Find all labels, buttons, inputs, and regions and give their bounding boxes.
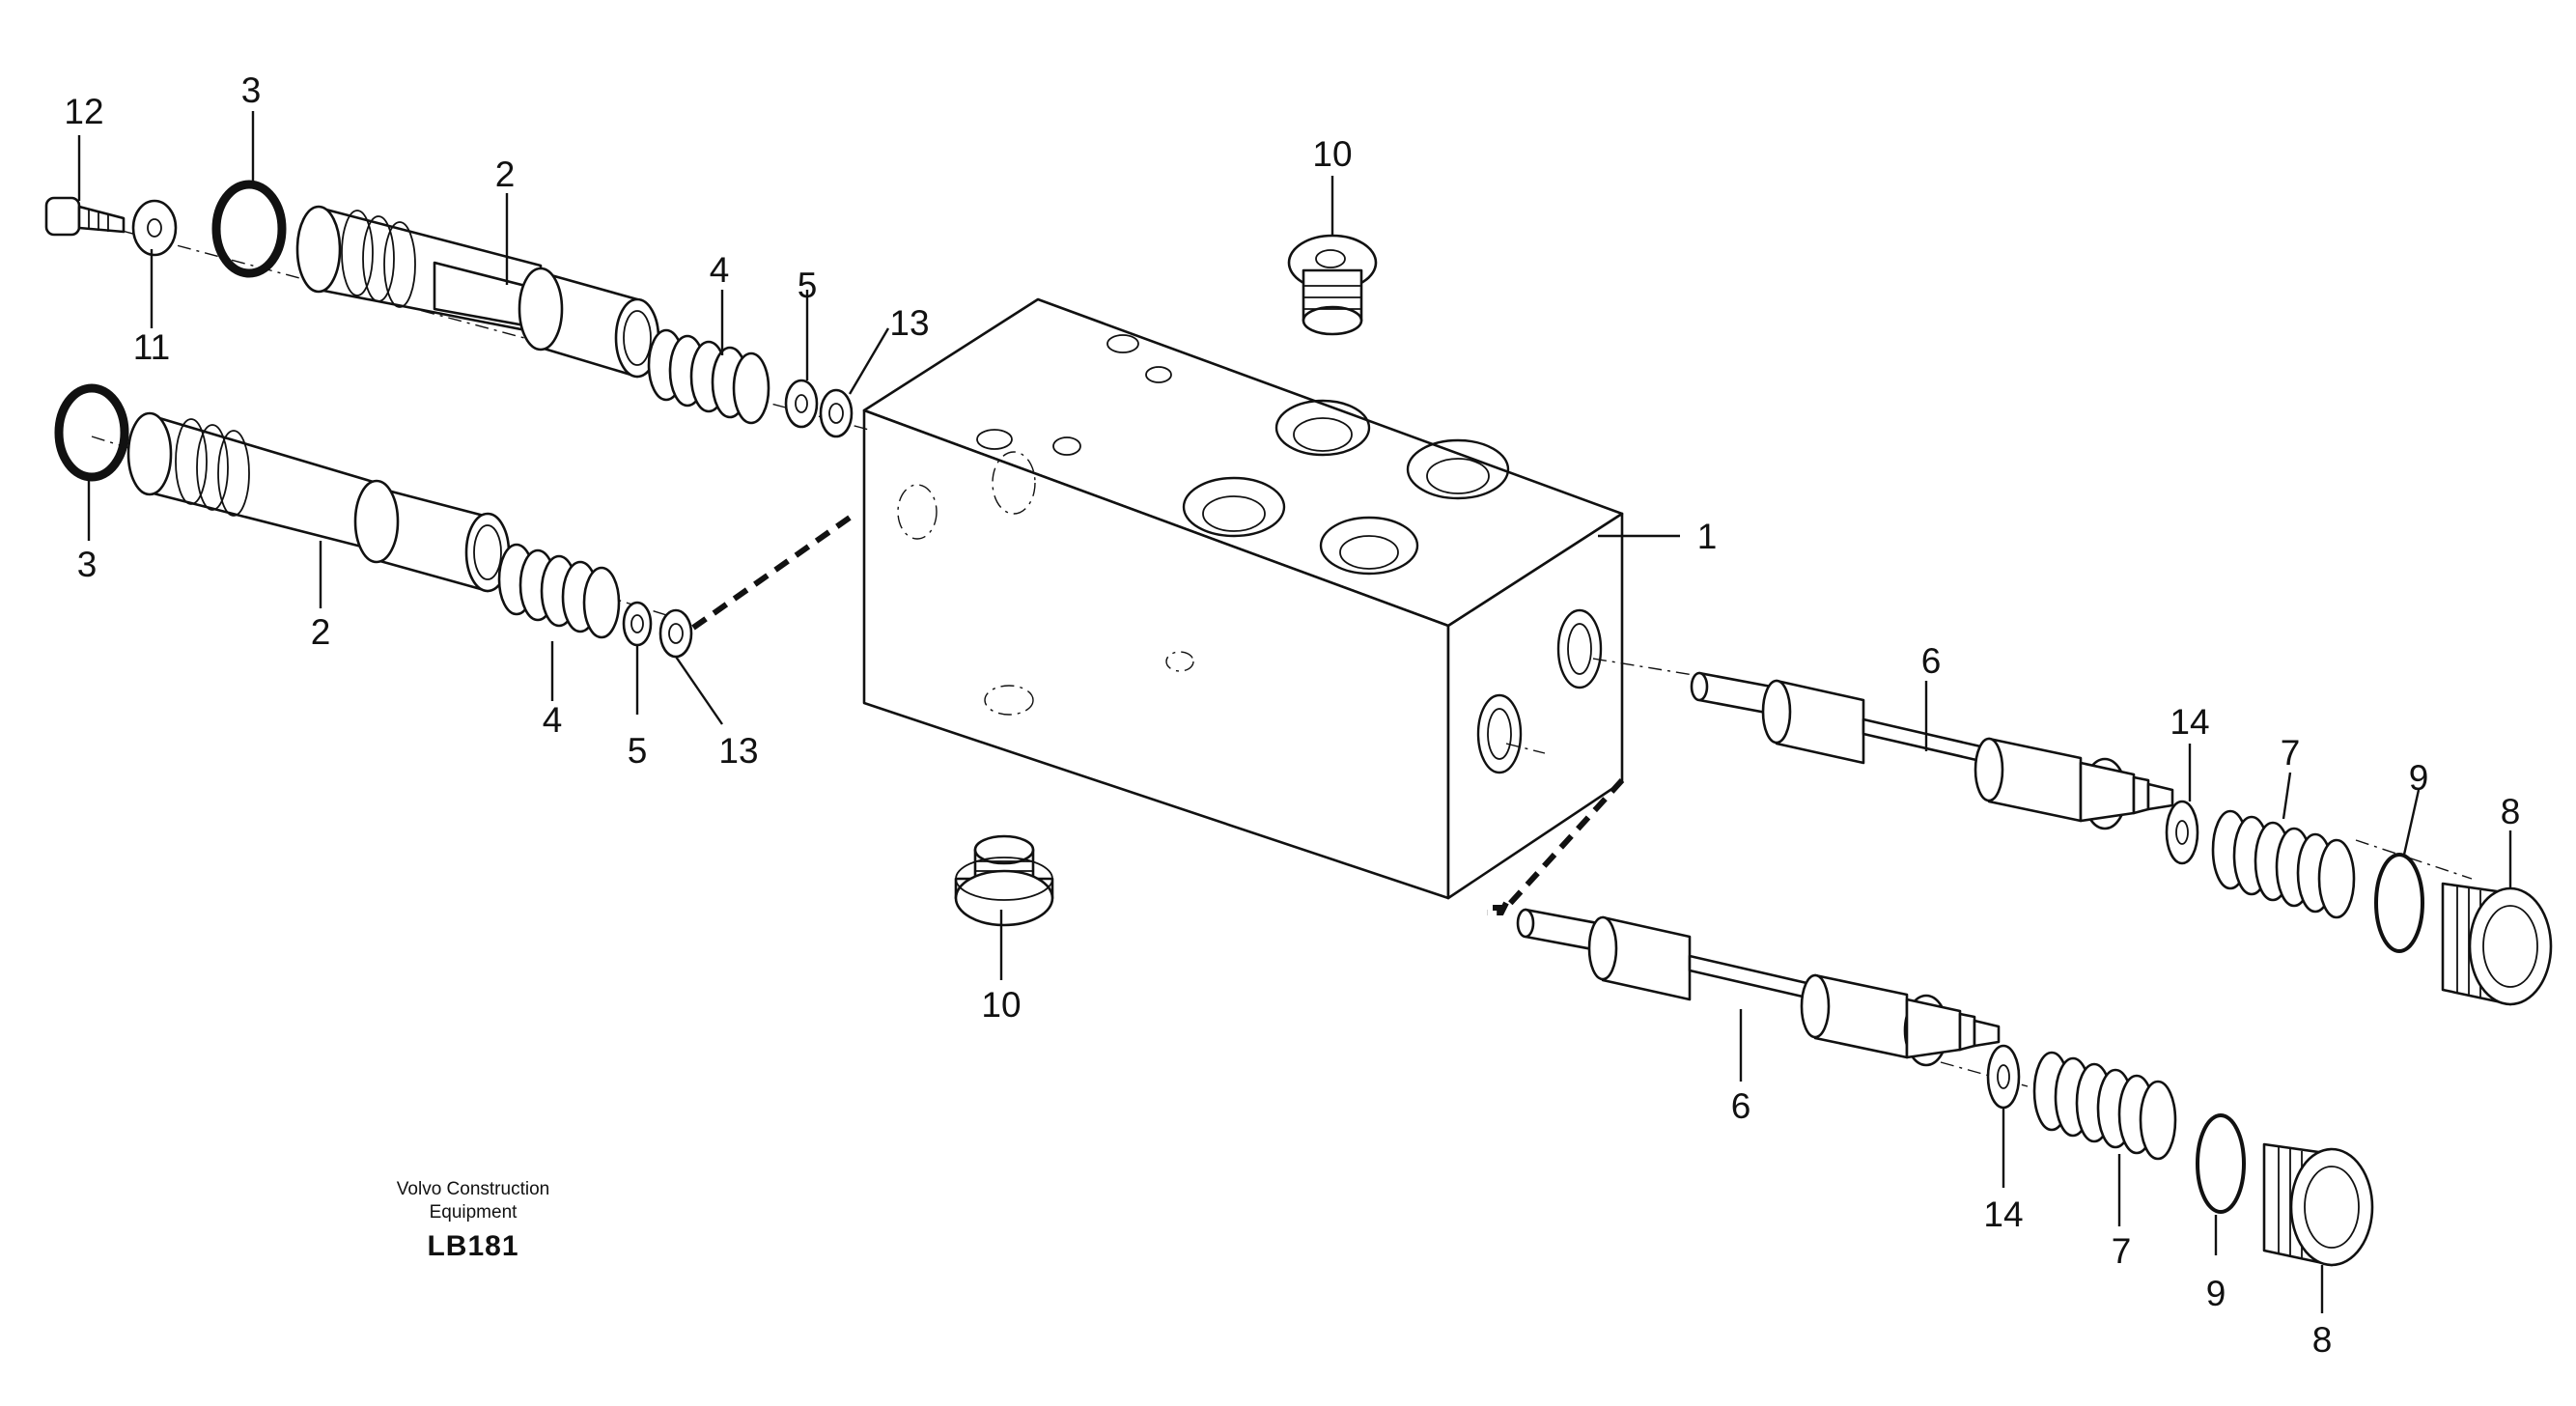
end-face-ports (1476, 608, 1603, 774)
callout-5-lower: 5 (628, 731, 648, 771)
o-ring-9-upper (2374, 853, 2424, 953)
callout-12: 12 (64, 92, 103, 131)
spring-4-upper (647, 328, 770, 425)
cartridge-body-2-upper (295, 205, 660, 379)
leader-lines (77, 111, 2512, 1313)
upper-spool-assembly (1690, 671, 2553, 1006)
washer-14-upper (2165, 800, 2199, 865)
spring-7-lower (2032, 1051, 2177, 1161)
plug-10-bottom (954, 834, 1054, 927)
o-ring-3-upper (211, 180, 287, 278)
callout-8-upper: 8 (2501, 792, 2521, 831)
callout-4-lower: 4 (543, 700, 563, 740)
upper-cartridge-assembly (44, 180, 854, 438)
spool-6-lower (1516, 908, 2001, 1067)
callout-13-lower: 13 (718, 731, 758, 771)
washer-11 (131, 199, 178, 257)
callout-10-top: 10 (1312, 134, 1352, 174)
plug-8-upper (2441, 882, 2553, 1006)
spool-6-upper (1690, 671, 2174, 830)
callout-7-lower: 7 (2112, 1231, 2132, 1271)
callout-3-upper: 3 (241, 70, 262, 110)
plug-10-top (1287, 234, 1378, 336)
cartridge-body-2-lower (126, 411, 511, 593)
callout-11: 11 (133, 327, 170, 367)
washer-13-lower (658, 608, 693, 659)
callout-9-lower: 9 (2206, 1274, 2226, 1313)
screw-12 (44, 196, 126, 237)
illustration-code: LB181 (427, 1230, 519, 1262)
o-ring-3-lower (54, 383, 129, 482)
callout-4-upper: 4 (710, 250, 730, 290)
callout-14-lower: 14 (1983, 1195, 2023, 1234)
callout-2-upper: 2 (495, 155, 516, 194)
spring-7-upper (2211, 809, 2356, 919)
callout-2-lower: 2 (311, 612, 331, 652)
callout-6-upper: 6 (1921, 641, 1942, 681)
callout-1: 1 (1697, 517, 1718, 556)
washer-5-upper (784, 379, 819, 429)
publisher-line-1: Volvo Construction (396, 1179, 550, 1199)
o-ring-9-lower (2196, 1113, 2246, 1214)
callout-13-upper: 13 (889, 303, 929, 343)
callout-labels: 12 3 2 11 4 5 13 10 3 2 4 5 13 1 6 14 7 … (64, 70, 2520, 1360)
washer-5-lower (622, 601, 653, 647)
callout-6-lower: 6 (1731, 1086, 1751, 1126)
callout-8-lower: 8 (2312, 1320, 2333, 1360)
washer-13-upper (819, 388, 854, 438)
valve-block (862, 297, 1624, 900)
callout-5-upper: 5 (798, 266, 818, 305)
callout-14-upper: 14 (2170, 702, 2209, 742)
plug-8-lower (2262, 1142, 2374, 1267)
publisher-line-2: Equipment (429, 1202, 518, 1223)
spring-4-lower (497, 543, 621, 639)
washer-14-lower (1986, 1044, 2021, 1110)
lower-cartridge-assembly (54, 383, 693, 659)
callout-3-lower: 3 (77, 545, 98, 584)
callout-10-bottom: 10 (981, 985, 1021, 1025)
callout-7-upper: 7 (2281, 733, 2301, 773)
callout-9-upper: 9 (2409, 758, 2429, 798)
top-face-ports (976, 334, 1510, 576)
publisher-footer: Volvo Construction Equipment LB181 (348, 1178, 599, 1263)
lower-spool-assembly (1516, 908, 2374, 1267)
